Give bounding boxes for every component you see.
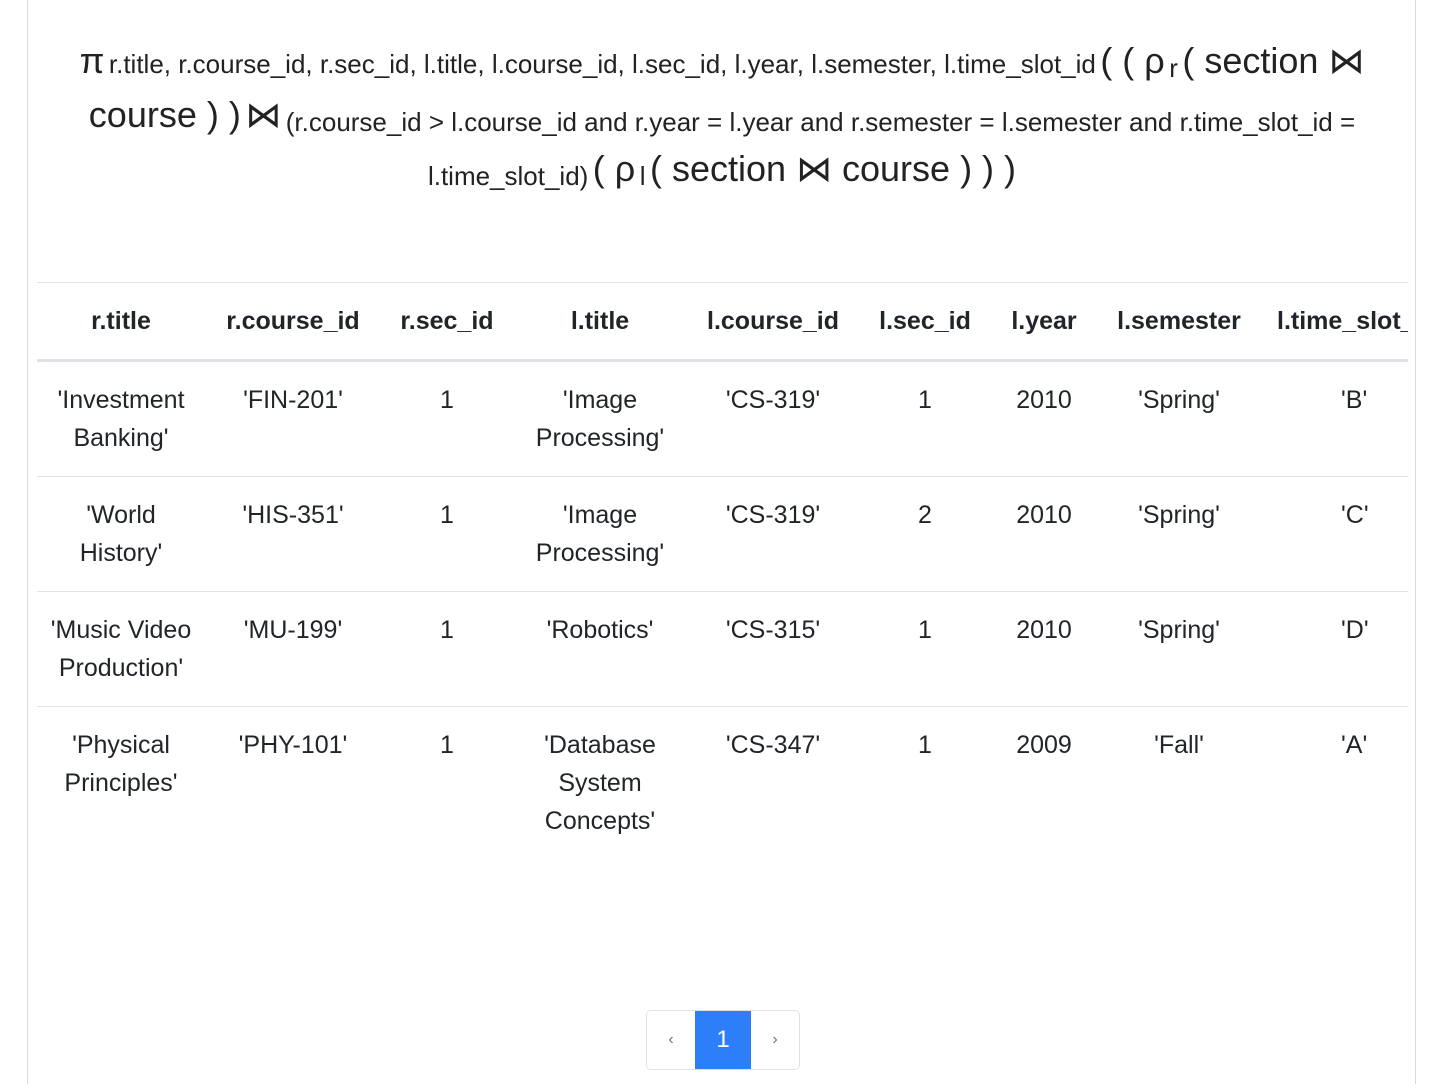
- column-header[interactable]: r.sec_id: [381, 282, 513, 362]
- next-page-button[interactable]: ›: [751, 1011, 799, 1069]
- table-cell: 2009: [1016, 731, 1072, 759]
- prev-page-button[interactable]: ‹: [647, 1011, 695, 1069]
- table-cell: 'A': [1341, 731, 1368, 759]
- result-table-container: r.title r.course_id r.sec_id l.title l.c…: [37, 282, 1408, 859]
- column-header[interactable]: l.semester: [1097, 282, 1261, 362]
- table-cell: 'Spring': [1097, 360, 1261, 477]
- table-cell: 'Image Processing': [513, 476, 687, 592]
- table-cell: 'Robotics': [513, 591, 687, 707]
- column-header[interactable]: r.course_id: [205, 282, 381, 362]
- table-cell: 'Image Processing': [513, 360, 687, 477]
- table-cell: 1: [859, 360, 991, 477]
- table-cell: 'HIS-351': [205, 476, 381, 592]
- table-cell: 'MU-199': [205, 591, 381, 707]
- table-row: 'Physical Principles' 'PHY-101' 1 'Datab…: [37, 707, 1408, 860]
- join-condition: (r.course_id > l.course_id and r.year = …: [285, 107, 1356, 191]
- theta-join-symbol: ⋈: [245, 94, 282, 135]
- projection-list: r.title, r.course_id, r.sec_id, l.title,…: [108, 49, 1096, 79]
- relational-algebra-expression: π r.title, r.course_id, r.sec_id, l.titl…: [36, 38, 1408, 200]
- table-row: 'Investment Banking' 'FIN-201' 1 'Image …: [37, 360, 1408, 477]
- rho-l-label: l: [639, 161, 646, 191]
- table-cell: 'Investment Banking': [37, 360, 205, 477]
- table-cell: 'C': [1261, 476, 1408, 592]
- chevron-left-icon: ‹: [668, 1031, 674, 1048]
- pagination: ‹ 1 ›: [646, 1010, 800, 1070]
- table-cell: 'CS-347': [725, 731, 821, 759]
- table-cell: 1: [381, 476, 513, 592]
- result-table: r.title r.course_id r.sec_id l.title l.c…: [37, 282, 1408, 859]
- table-cell: 2010: [991, 476, 1097, 592]
- column-header[interactable]: l.course_id: [687, 282, 859, 362]
- table-cell: 2010: [991, 360, 1097, 477]
- table-row: 'World History' 'HIS-351' 1 'Image Proce…: [37, 476, 1408, 592]
- table-cell: 'Database System Concepts': [544, 731, 656, 835]
- expr-open-rho-r: ( ( ρ: [1100, 40, 1165, 81]
- column-header[interactable]: l.year: [991, 282, 1097, 362]
- expr-section-course-r: ( section ⋈ course ) ): [88, 40, 1365, 135]
- table-row: 'Music Video Production' 'MU-199' 1 'Rob…: [37, 591, 1408, 707]
- table-cell: 'CS-319': [687, 476, 859, 592]
- chevron-right-icon: ›: [772, 1031, 778, 1048]
- table-cell: 'Physical Principles': [64, 731, 178, 797]
- table-cell: 'CS-315': [687, 591, 859, 707]
- column-header[interactable]: r.title: [37, 282, 205, 362]
- table-cell: 'FIN-201': [205, 360, 381, 477]
- table-cell: 'World History': [37, 476, 205, 592]
- table-cell: 1: [918, 731, 932, 759]
- table-cell: 2: [859, 476, 991, 592]
- table-cell: 'D': [1261, 591, 1408, 707]
- table-cell: 'Spring': [1097, 591, 1261, 707]
- table-header-row: r.title r.course_id r.sec_id l.title l.c…: [37, 282, 1408, 362]
- table-cell: 'PHY-101': [238, 731, 348, 759]
- rho-r-label: r: [1169, 53, 1178, 83]
- column-header[interactable]: l.time_slot_id: [1261, 282, 1408, 362]
- table-cell: 'Spring': [1097, 476, 1261, 592]
- table-cell: 'Fall': [1154, 731, 1204, 759]
- pi-symbol: π: [79, 40, 105, 81]
- table-cell: 1: [440, 731, 454, 759]
- page-button-current[interactable]: 1: [695, 1011, 751, 1069]
- column-header[interactable]: l.title: [513, 282, 687, 362]
- table-cell: 'Music Video Production': [37, 591, 205, 707]
- table-cell: 'B': [1261, 360, 1408, 477]
- expr-section-course-l: ( section ⋈ course ) ) ): [649, 148, 1017, 189]
- column-header[interactable]: l.sec_id: [859, 282, 991, 362]
- expr-open-rho-l: ( ρ: [592, 148, 636, 189]
- table-cell: 1: [381, 591, 513, 707]
- table-cell: 2010: [991, 591, 1097, 707]
- result-panel: π r.title, r.course_id, r.sec_id, l.titl…: [27, 0, 1416, 1084]
- table-cell: 'CS-319': [687, 360, 859, 477]
- table-cell: 1: [381, 360, 513, 477]
- table-cell: 1: [859, 591, 991, 707]
